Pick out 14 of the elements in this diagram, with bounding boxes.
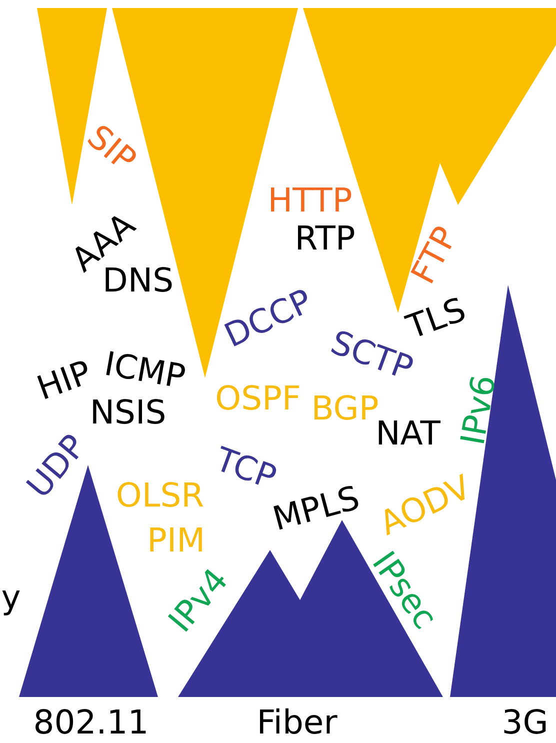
protocol-label: IPv6 bbox=[456, 372, 500, 448]
protocol-label: y bbox=[1, 580, 21, 614]
protocol-label: OLSR bbox=[116, 478, 204, 512]
network-label: Fiber bbox=[256, 706, 338, 738]
network-label: 3G bbox=[502, 706, 548, 738]
protocol-label: RTP bbox=[294, 222, 356, 254]
network-label: 802.11 bbox=[33, 706, 149, 738]
protocol-label: NSIS bbox=[90, 396, 166, 428]
protocol-label: ICMP bbox=[102, 346, 188, 394]
protocol-label: OSPF bbox=[215, 382, 301, 414]
protocol-label: FTP bbox=[406, 221, 462, 289]
protocol-label: SIP bbox=[82, 119, 142, 177]
protocol-label: HTTP bbox=[268, 184, 352, 216]
protocol-label: PIM bbox=[146, 524, 206, 556]
